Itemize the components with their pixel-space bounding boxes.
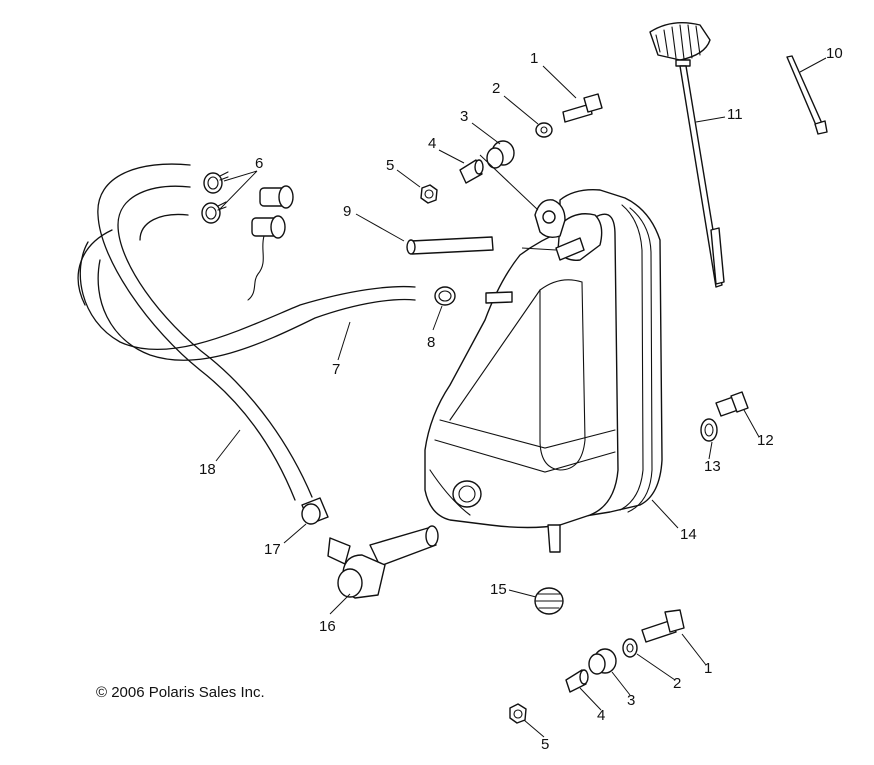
hose-7: [79, 241, 416, 361]
dipstick-11: [649, 22, 725, 288]
oil-tank-14: [424, 189, 663, 553]
hose-clamp-6a: [203, 171, 229, 194]
callout-16: 16: [319, 618, 336, 635]
bolt-1-top: [562, 93, 603, 123]
sleeve-4-top: [459, 159, 484, 184]
copyright-notice: © 2006 Polaris Sales Inc.: [96, 684, 265, 701]
coupler-17: [301, 497, 329, 525]
callout-12: 12: [757, 432, 774, 449]
elbow-16: [327, 525, 439, 599]
callout-9: 9: [343, 203, 351, 220]
callout-10: 10: [826, 45, 843, 62]
hose-fitting-upper: [259, 185, 294, 209]
nut-15: [534, 587, 564, 615]
pin-10: [786, 55, 828, 135]
callout-8: 8: [427, 334, 435, 351]
callout-6: 6: [255, 155, 263, 172]
callout-18: 18: [199, 461, 216, 478]
callout-3-top: 3: [460, 108, 468, 125]
callout-1-top: 1: [530, 50, 538, 67]
washer-13: [700, 418, 718, 442]
callout-3-bottom: 3: [627, 692, 635, 709]
washer-2-bottom: [622, 638, 638, 658]
hose-clamp-6b: [201, 201, 227, 224]
leader-lines: [215, 57, 827, 738]
callout-14: 14: [680, 526, 697, 543]
callout-labels: 1 2 3 4 5 6 7 8 9 10 11 12 13 14 15 16 1…: [199, 45, 843, 753]
callout-4-bottom: 4: [597, 707, 605, 724]
grommet-3-bottom: [588, 648, 617, 675]
callout-15: 15: [490, 581, 507, 598]
callout-2-bottom: 2: [673, 675, 681, 692]
grommet-3-top: [486, 140, 515, 169]
callout-17: 17: [264, 541, 281, 558]
washer-2-top: [535, 122, 553, 138]
callout-1-bottom: 1: [704, 660, 712, 677]
sleeve-4-bottom: [565, 669, 589, 693]
callout-7: 7: [332, 361, 340, 378]
callout-5-top: 5: [386, 157, 394, 174]
clamp-8: [434, 286, 456, 306]
callout-11: 11: [727, 106, 743, 123]
callout-5-bottom: 5: [541, 736, 549, 753]
callout-4-top: 4: [428, 135, 436, 152]
callout-13: 13: [704, 458, 721, 475]
fitting-12: [715, 391, 749, 417]
nut-5-top: [420, 184, 438, 204]
nut-5-bottom: [509, 703, 527, 724]
hose-18: [77, 163, 313, 501]
vent-tube-9: [406, 236, 494, 255]
callout-2-top: 2: [492, 80, 500, 97]
bolt-1-bottom: [641, 609, 685, 643]
hose-fitting-lower: [247, 215, 286, 301]
